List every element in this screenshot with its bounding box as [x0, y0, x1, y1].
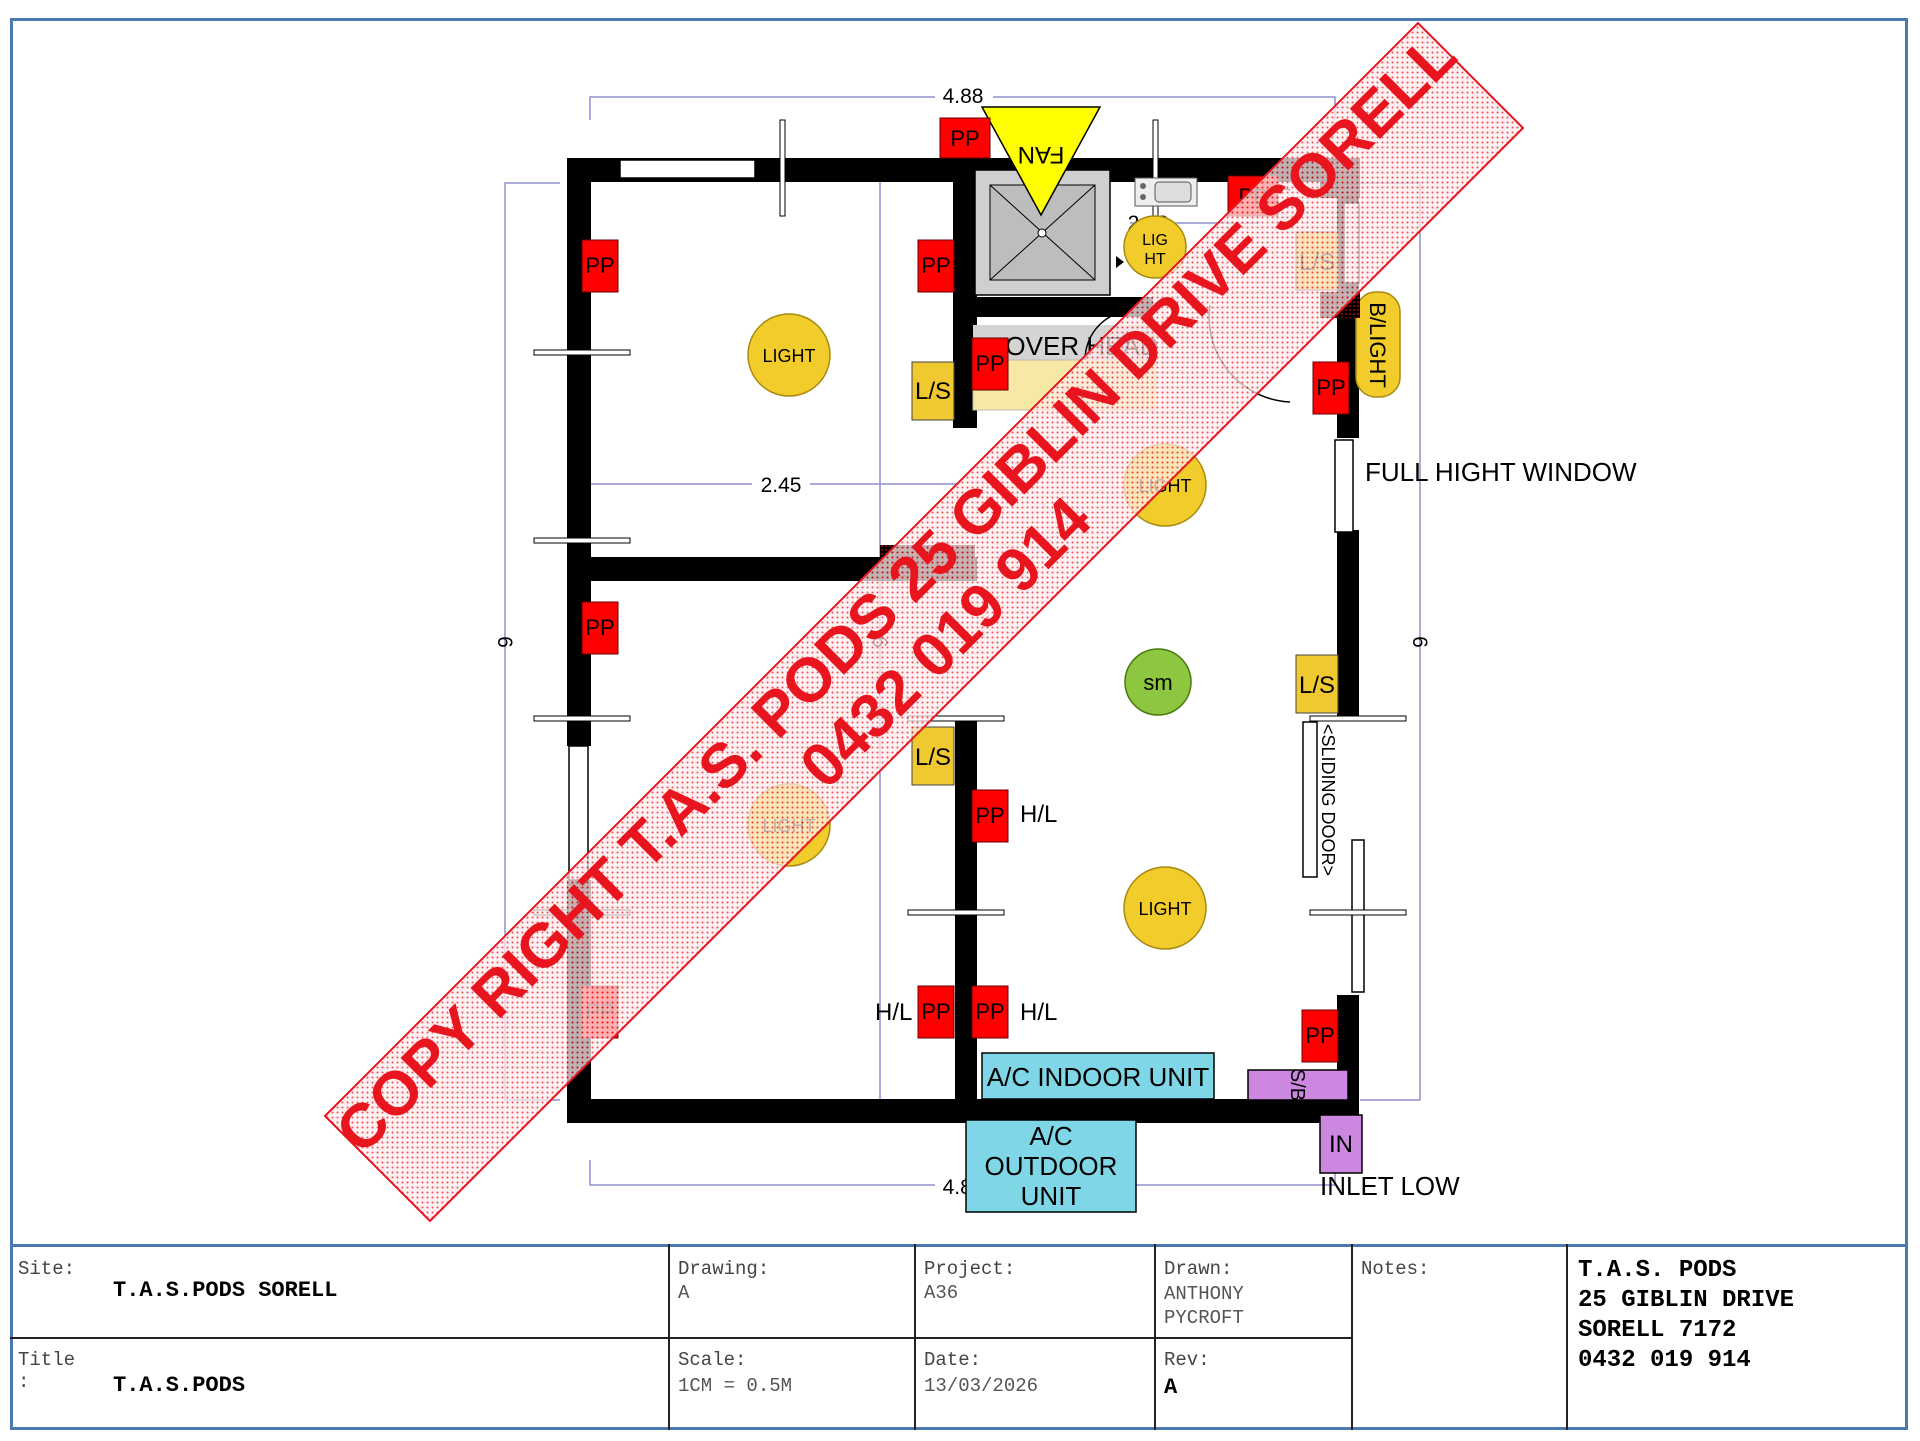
rev-value: A [1164, 1375, 1178, 1400]
drawing-cell: Drawing: A [670, 1244, 916, 1339]
high-level-labels: H/L H/L H/L [875, 801, 1057, 1026]
power-point: PP [1312, 361, 1350, 415]
date-value: 13/03/2026 [924, 1375, 1039, 1397]
title-value: T.A.S.PODS [113, 1373, 246, 1398]
power-inlet: IN [1319, 1114, 1363, 1174]
site-cell: Site: T.A.S.PODS SORELL [10, 1244, 670, 1339]
svg-text:S/B: S/B [1286, 1069, 1308, 1101]
full-height-window-label: FULL HIGHT WINDOW [1365, 457, 1637, 487]
power-point: PP [917, 985, 955, 1039]
scale-label: Scale: [678, 1349, 747, 1371]
drawing-label: Drawing: [678, 1258, 770, 1280]
drawn-value: ANTHONY PYCROFT [1164, 1283, 1244, 1329]
drawn-label: Drawn: [1164, 1258, 1233, 1280]
power-point: PP [917, 239, 955, 293]
light-fixture-bathroom: LIG HT [1116, 215, 1187, 279]
drawing-frame [10, 18, 1908, 1430]
project-label: Project: [924, 1258, 1016, 1280]
dim-top-width: 4.88 [943, 85, 984, 108]
power-point: PP [581, 601, 619, 655]
svg-text:PP: PP [585, 615, 614, 640]
svg-text:PP: PP [921, 253, 950, 278]
project-value: A36 [924, 1282, 959, 1304]
fan-label: FAN [1018, 141, 1065, 168]
svg-text:B/LIGHT: B/LIGHT [1365, 302, 1390, 388]
svg-text:IN: IN [1329, 1131, 1353, 1158]
switchboard: S/B [1247, 1069, 1349, 1101]
svg-text:A/C: A/C [1029, 1121, 1072, 1151]
dim-right-height: 6 [1408, 636, 1431, 648]
project-cell: Project: A36 [916, 1244, 1156, 1339]
date-cell: Date: 13/03/2026 [916, 1339, 1156, 1430]
power-point: PP [1301, 1009, 1339, 1063]
svg-text:PP: PP [1305, 1023, 1334, 1048]
fan: FAN [980, 106, 1102, 217]
svg-text:PP: PP [921, 999, 950, 1024]
sliding-door-label: <SLIDING DOOR> [1318, 724, 1338, 876]
title-cell: Title : T.A.S.PODS [10, 1339, 670, 1430]
smoke-detector: sm [1124, 648, 1192, 716]
dim-room-width: 2.45 [761, 474, 802, 497]
power-point: PP [971, 337, 1009, 391]
address-company: T.A.S. PODS [1578, 1257, 1737, 1284]
svg-text:LIGHT: LIGHT [762, 346, 815, 366]
drawing-value: A [678, 1282, 690, 1304]
scale-value: 1CM = 0.5M [678, 1375, 793, 1397]
svg-text:PP: PP [1316, 375, 1345, 400]
site-value: T.A.S.PODS SORELL [113, 1278, 338, 1303]
power-point: PP [971, 789, 1009, 843]
site-label: Site: [18, 1258, 76, 1280]
address-suburb: SORELL 7172 [1578, 1317, 1737, 1344]
svg-text:PP: PP [585, 253, 614, 278]
svg-text:LIG: LIG [1142, 232, 1168, 249]
watermark-line1: COPY RIGHT T.A.S. PODS 25 GIBLIN DRIVE S… [323, 20, 1470, 1167]
address-phone: 0432 019 914 [1578, 1347, 1751, 1374]
light-fixture-bed1: LIGHT [747, 313, 831, 397]
title-block: Site: T.A.S.PODS SORELL Title : T.A.S.PO… [10, 1244, 1908, 1430]
b-light: B/LIGHT [1355, 291, 1401, 398]
power-point: PP [939, 117, 991, 159]
svg-text:L/S: L/S [915, 378, 951, 405]
date-label: Date: [924, 1349, 982, 1371]
notes-label: Notes: [1361, 1258, 1430, 1280]
rev-cell: Rev: A [1156, 1339, 1353, 1430]
address-cell: T.A.S. PODS 25 GIBLIN DRIVE SORELL 7172 … [1568, 1244, 1908, 1430]
power-point: PP [971, 985, 1009, 1039]
svg-text:sm: sm [1143, 670, 1172, 695]
light-switch-living: L/S [1295, 654, 1339, 714]
svg-text:PP: PP [975, 999, 1004, 1024]
title-label: Title : [18, 1349, 76, 1393]
svg-text:LIGHT: LIGHT [1138, 899, 1191, 919]
scale-cell: Scale: 1CM = 0.5M [670, 1339, 916, 1430]
dim-left-height: 6 [493, 636, 516, 648]
notes-cell: Notes: [1353, 1244, 1568, 1430]
shower [974, 169, 1111, 296]
svg-text:HT: HT [1144, 251, 1166, 268]
svg-text:PP: PP [950, 126, 979, 151]
svg-text:PP: PP [975, 803, 1004, 828]
svg-text:A/C INDOOR UNIT: A/C INDOOR UNIT [987, 1062, 1210, 1092]
ac-outdoor-unit: A/C OUTDOOR UNIT [965, 1119, 1137, 1213]
svg-text:L/S: L/S [915, 744, 951, 771]
inlet-low-label: INLET LOW [1320, 1171, 1460, 1201]
hl-label: H/L [1020, 999, 1057, 1026]
rev-label: Rev: [1164, 1349, 1210, 1371]
drawn-cell: Drawn: ANTHONY PYCROFT [1156, 1244, 1353, 1339]
light-fixture-kitchen: LIGHT [1123, 866, 1207, 950]
light-switch-bed2: L/S [911, 726, 955, 786]
svg-text:OUTDOOR: OUTDOOR [985, 1151, 1118, 1181]
svg-text:L/S: L/S [1299, 672, 1335, 699]
svg-text:PP: PP [975, 351, 1004, 376]
svg-text:UNIT: UNIT [1021, 1181, 1082, 1211]
address-street: 25 GIBLIN DRIVE [1578, 1287, 1795, 1314]
vanity-basin [1134, 177, 1198, 207]
hl-label: H/L [1020, 801, 1057, 828]
light-switch-hall: L/S [911, 361, 955, 421]
floor-plan: 4.88 4.88 2.45 2.48 6 6 6 [323, 20, 1637, 1223]
ac-indoor-unit: A/C INDOOR UNIT [981, 1052, 1215, 1100]
power-point: PP [581, 239, 619, 293]
hl-label: H/L [875, 999, 912, 1026]
